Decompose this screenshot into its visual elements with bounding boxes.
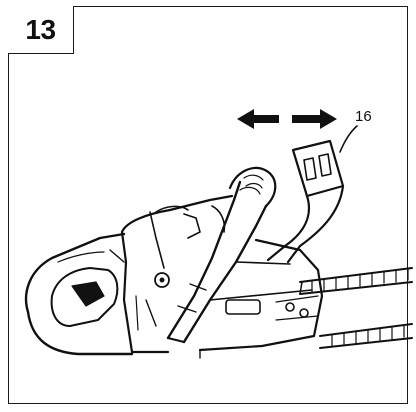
guide-bar xyxy=(299,267,413,349)
callout-leader-line xyxy=(339,125,358,153)
rear-handle xyxy=(24,232,134,356)
figure-frame xyxy=(8,6,408,404)
chain-brake-hand-guard xyxy=(266,139,345,264)
engine-housing xyxy=(120,194,324,359)
starter-detail xyxy=(135,272,170,331)
figure-number: 13 xyxy=(25,13,56,45)
figure-number-tab: 13 xyxy=(8,6,74,54)
arrow-left-icon xyxy=(237,109,279,129)
arrow-right-icon xyxy=(292,109,337,129)
callout-label-16: 16 xyxy=(355,108,372,125)
front-handle xyxy=(166,166,277,344)
